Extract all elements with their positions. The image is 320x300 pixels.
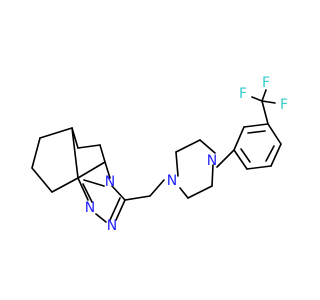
bond [233,149,248,170]
bond [270,143,282,167]
bond [51,177,79,193]
bond [261,100,276,104]
bond [247,130,266,134]
bond [82,183,93,203]
nitrogen-atom: N [105,174,115,190]
fluorine-atom: F [239,86,247,102]
fluorine-atom: F [262,75,270,91]
nitrogen-atom: N [107,218,117,234]
bond [187,185,213,199]
molecule-diagram: N N N N N F F F [31,75,288,234]
bond [115,199,126,221]
bond [261,100,269,125]
bond [109,197,121,221]
bond [31,167,53,193]
bond [104,161,111,179]
bond [179,187,189,199]
bond [251,96,263,102]
molecule-structure: N N N N N F F F [31,75,288,234]
bond [95,213,107,223]
bond [267,123,282,145]
bond [71,127,79,179]
atom-labels: N N N N N F F F [85,75,288,234]
bond [175,151,179,177]
bond [99,144,106,163]
bond [240,148,251,163]
bond [149,179,165,197]
nitrogen-atom: N [167,173,177,189]
bond [246,165,272,170]
bond [261,89,267,102]
bond [265,145,275,162]
bond [31,137,41,169]
bond [111,185,126,201]
bond [77,177,89,201]
bond [77,144,101,149]
nitrogen-atom: N [207,153,217,169]
bond [243,123,269,128]
bonds [31,89,282,223]
nitrogen-atom: N [85,200,95,216]
fluorine-atom: F [280,97,288,113]
bond [199,139,216,154]
bond [233,126,245,151]
bond [175,139,201,153]
bond [71,127,79,149]
bond [124,195,151,201]
bond [83,179,105,187]
bond [77,161,106,179]
bond [39,127,73,139]
bond [211,164,214,187]
bond [216,149,235,168]
